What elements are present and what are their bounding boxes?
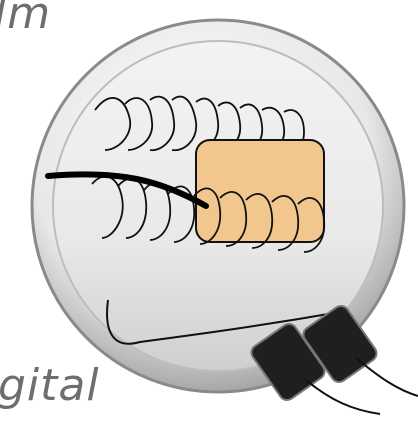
xray-film-icon bbox=[196, 140, 324, 242]
